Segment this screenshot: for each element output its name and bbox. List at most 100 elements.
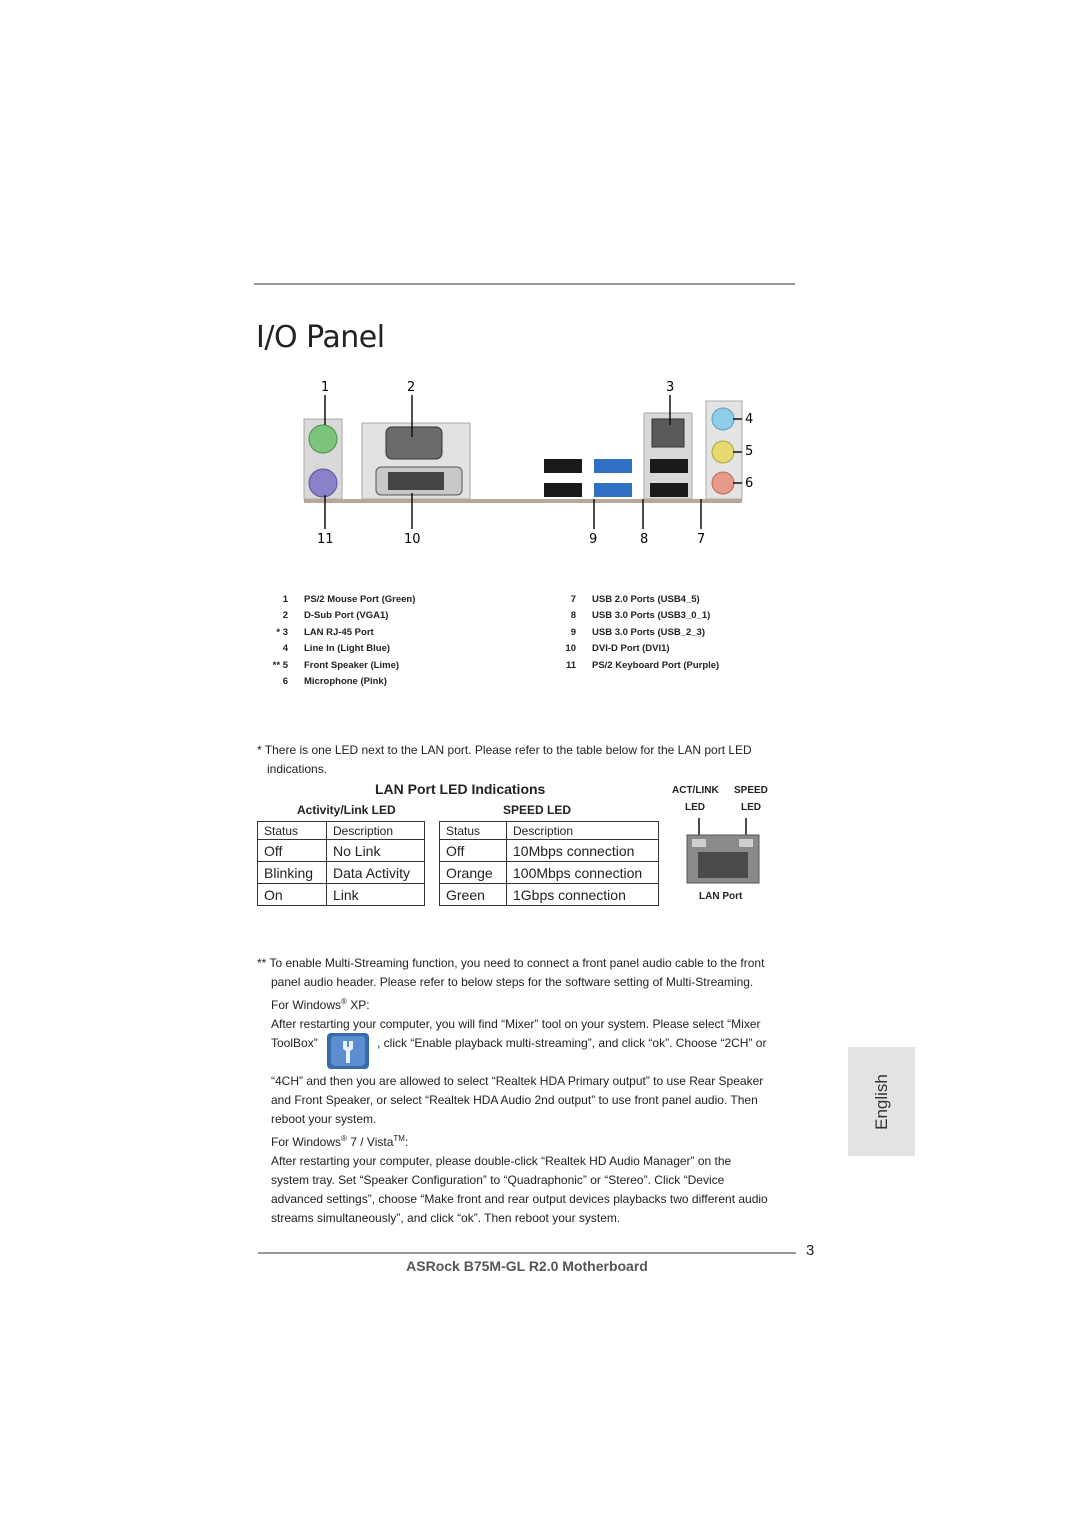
callout-10: 10: [404, 532, 421, 547]
speed-label-2: LED: [741, 802, 761, 813]
lan-note-line: * There is one LED next to the LAN port.…: [257, 743, 752, 757]
table-cell: Green: [439, 883, 507, 906]
note-line: system tray. Set “Speaker Configuration”…: [271, 1173, 725, 1187]
mic-jack: [711, 471, 735, 495]
callout-11: 11: [317, 532, 334, 547]
table-header-row: Status Description: [257, 821, 425, 840]
act-link-label-2: LED: [685, 802, 705, 813]
page-number: 3: [806, 1242, 815, 1259]
act-led: [692, 839, 706, 847]
table-cell: Off: [257, 839, 327, 862]
activity-led-title: Activity/Link LED: [297, 803, 396, 817]
vga-port: [385, 426, 443, 460]
note-line: and Front Speaker, or select “Realtek HD…: [271, 1093, 758, 1107]
usb2-port-b: [650, 483, 688, 497]
table-cell: Data Activity: [326, 861, 425, 884]
usb3-port-a: [544, 459, 582, 473]
dvi-pins: [388, 472, 444, 490]
callout-2: 2: [407, 380, 415, 395]
note-line: streams simultaneously”, and click “ok”.…: [271, 1211, 621, 1225]
usb3-port-b: [544, 483, 582, 497]
callout-6: 6: [745, 476, 753, 491]
page-title: I/O Panel: [256, 320, 385, 355]
usb2-port-a: [650, 459, 688, 473]
table-header: Status: [257, 821, 327, 840]
table-cell: Link: [326, 883, 425, 906]
lan-port-label: LAN Port: [699, 891, 743, 902]
table-cell: 100Mbps connection: [506, 861, 659, 884]
callout-8: 8: [640, 532, 648, 547]
lan-note-line: indications.: [267, 762, 328, 776]
note-line: reboot your system.: [271, 1112, 377, 1126]
language-tab-label: English: [871, 1073, 891, 1130]
note-line: After restarting your computer, please d…: [271, 1154, 732, 1168]
table-cell: Off: [439, 839, 507, 862]
callout-7: 7: [697, 532, 705, 547]
callout-3: 3: [666, 380, 674, 395]
speed-led-title: SPEED LED: [503, 803, 572, 817]
note-line: “4CH” and then you are allowed to select…: [271, 1074, 764, 1088]
lan-rj45-port: [651, 418, 685, 448]
callout-4: 4: [745, 412, 753, 427]
ps2-mouse-port: [308, 424, 338, 454]
speed-led: [739, 839, 753, 847]
speaker-jack: [711, 440, 735, 464]
note-line: advanced settings”, choose “Make front a…: [271, 1192, 768, 1206]
table-cell: 1Gbps connection: [506, 883, 659, 906]
callout-9: 9: [589, 532, 597, 547]
table-header: Description: [506, 821, 659, 840]
table-cell: On: [257, 883, 327, 906]
lan-led-heading: LAN Port LED Indications: [375, 781, 546, 797]
usb3-port-c: [594, 459, 632, 473]
multistream-note: ** To enable Multi-Streaming function, y…: [257, 954, 802, 1228]
callout-1: 1: [321, 380, 329, 395]
table-cell: Orange: [439, 861, 507, 884]
lan-port-opening: [698, 852, 748, 878]
language-tab: English: [848, 1047, 915, 1156]
table-cell: No Link: [326, 839, 425, 862]
footer-text: ASRock B75M-GL R2.0 Motherboard: [406, 1258, 648, 1274]
table-cell: Blinking: [257, 861, 327, 884]
usb3-port-d: [594, 483, 632, 497]
note-line: ToolBox” , click “Enable playback multi-…: [257, 1033, 802, 1072]
note-line: For Windows® XP:: [271, 997, 370, 1012]
io-plate-edge: [304, 499, 742, 503]
callout-5: 5: [745, 444, 753, 459]
lan-port-illustration: [686, 818, 760, 884]
table-header: Description: [326, 821, 425, 840]
footer-rule: [258, 1252, 796, 1254]
mixer-toolbox-icon: [327, 1033, 369, 1069]
lan-note: * There is one LED next to the LAN port.…: [257, 741, 797, 779]
line-in-jack: [711, 407, 735, 431]
table-cell: 10Mbps connection: [506, 839, 659, 862]
top-rule: [254, 283, 795, 285]
act-link-label-1: ACT/LINK: [672, 785, 719, 796]
io-panel-diagram: 1 2 3 4 5 6 11 10 9 8 7: [303, 380, 753, 547]
note-line: For Windows® 7 / VistaTM:: [271, 1134, 409, 1149]
ps2-keyboard-port: [308, 468, 338, 498]
note-line: ** To enable Multi-Streaming function, y…: [257, 956, 765, 970]
table-header-row: Status Description: [439, 821, 659, 840]
leader-lines: [324, 395, 742, 529]
